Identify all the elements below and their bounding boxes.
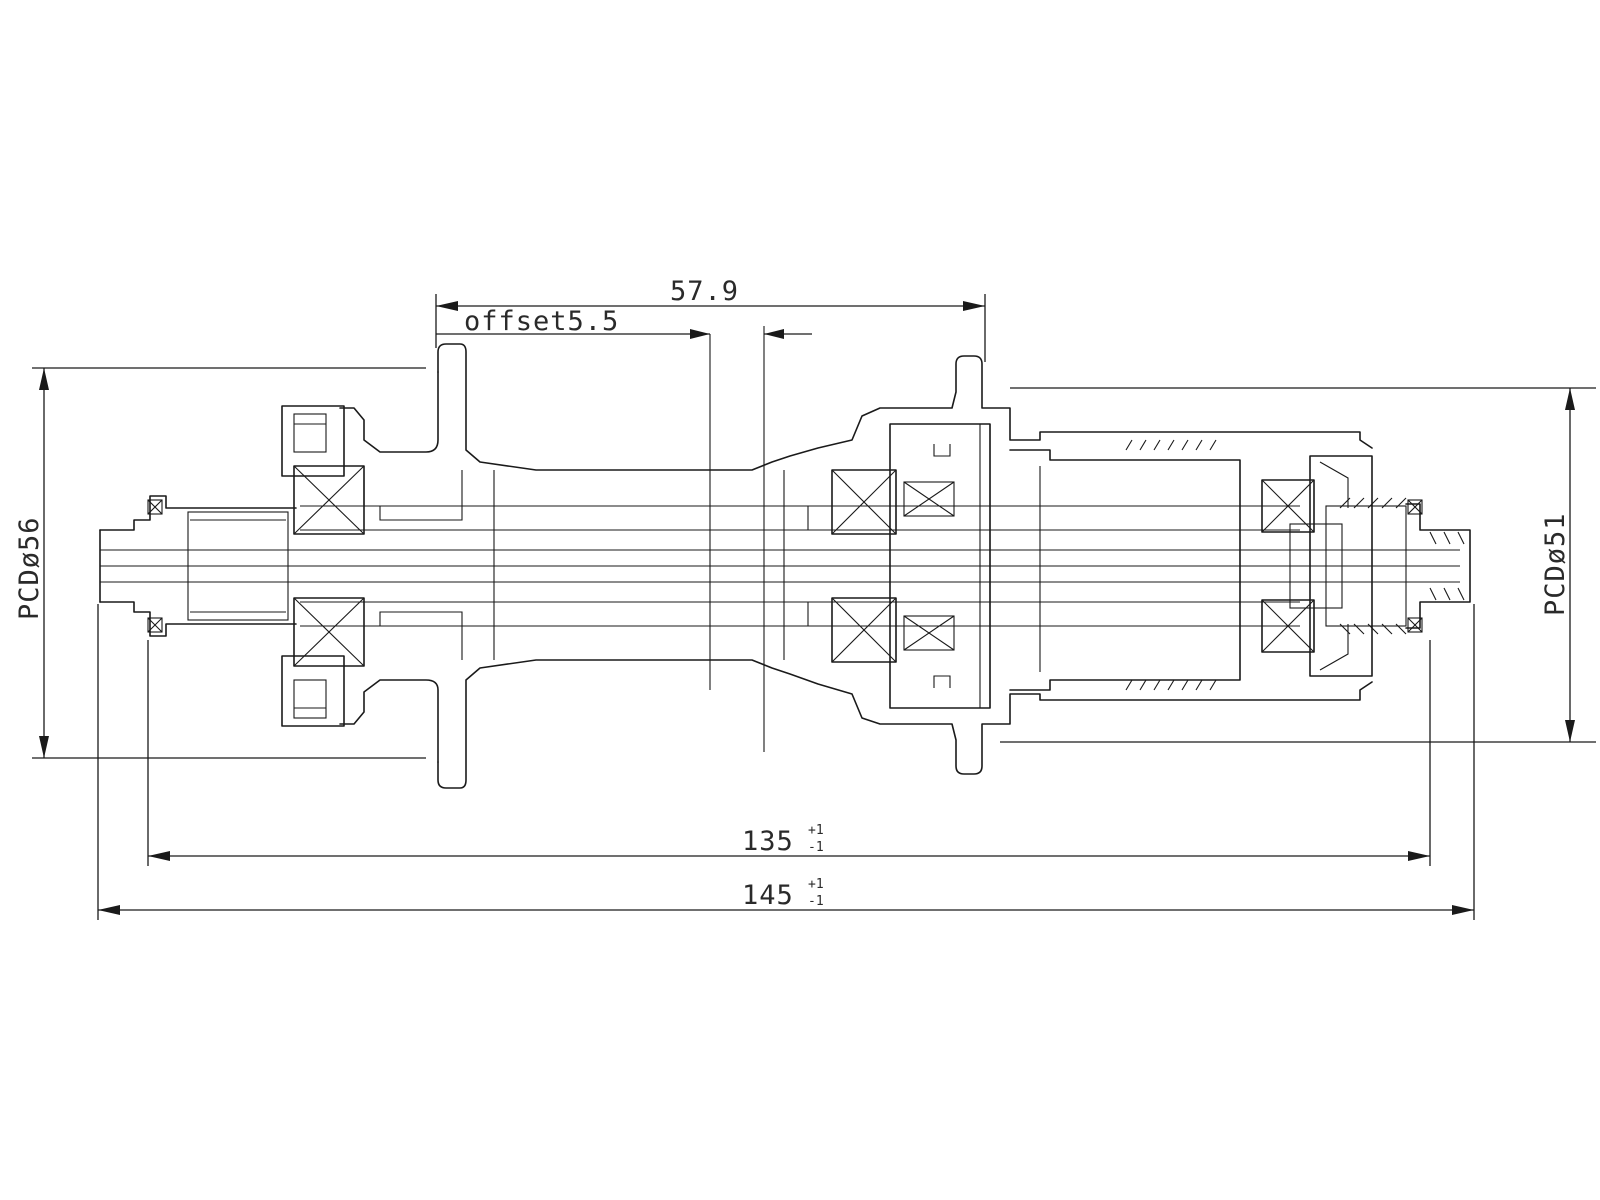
left-bearing-lower — [293, 597, 365, 667]
dimension-pcd-right: PCDø51 — [1000, 387, 1596, 743]
dimension-width-outer: 145 +1 -1 — [97, 604, 1475, 920]
offset-centerlines — [709, 326, 765, 752]
width-inner-label: 135 — [742, 826, 794, 857]
right-bearing-assembly — [831, 423, 1471, 709]
width-outer-tol-minus: -1 — [808, 894, 824, 909]
pcd-left-label: PCDø56 — [14, 516, 45, 620]
right-inner-bearing-upper — [831, 469, 897, 535]
flange-spacing-label: 57.9 — [670, 276, 739, 307]
hub-body — [339, 343, 1373, 789]
dimension-offset: offset5.5 — [436, 306, 812, 339]
dimension-flange-spacing: 57.9 — [435, 276, 986, 362]
pcd-right-label: PCDø51 — [1540, 512, 1571, 616]
width-inner-tol-plus: +1 — [808, 823, 824, 838]
width-outer-tol-plus: +1 — [808, 877, 824, 892]
right-inner-bearing-lower — [831, 597, 897, 663]
width-outer-label: 145 — [742, 880, 794, 911]
offset-label: offset5.5 — [464, 306, 619, 337]
width-inner-tol-minus: -1 — [808, 840, 824, 855]
axle — [100, 470, 1460, 660]
left-end-assembly — [99, 405, 365, 727]
dimension-width-inner: 135 +1 -1 — [147, 640, 1431, 866]
dimension-pcd-left: PCDø56 — [14, 367, 426, 759]
